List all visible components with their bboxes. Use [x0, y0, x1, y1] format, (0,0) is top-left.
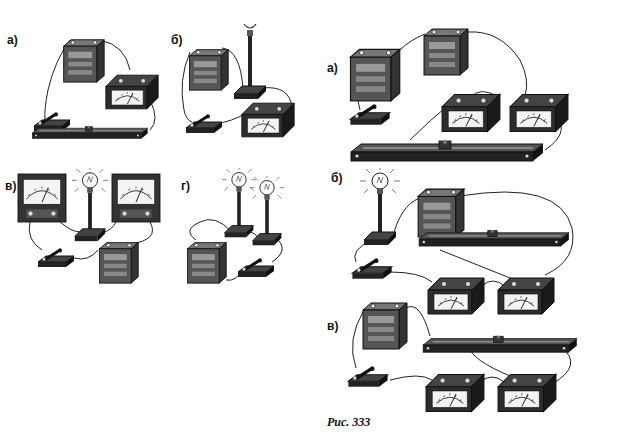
switch	[352, 259, 391, 279]
panel-letter-box: в)	[326, 316, 339, 334]
ammeter	[112, 174, 160, 222]
rheostat	[419, 230, 569, 246]
switch	[348, 367, 387, 387]
ammeter	[442, 94, 500, 131]
wire	[74, 250, 98, 259]
battery	[424, 29, 468, 75]
panel-letter-box: г)	[180, 176, 191, 194]
wire	[130, 222, 153, 244]
voltmeter	[498, 374, 556, 411]
lamp-holder	[234, 24, 266, 99]
panel-letter: в)	[4, 179, 17, 193]
panel-letter-box: б)	[330, 168, 343, 186]
rheostat	[351, 140, 543, 161]
panel-letter: б)	[330, 171, 343, 185]
rheostat	[423, 335, 577, 352]
ammeter	[426, 374, 484, 411]
wire	[482, 281, 505, 286]
wire	[468, 32, 527, 96]
figure-caption-box: Рис. 333	[326, 412, 371, 430]
lamp	[221, 164, 257, 237]
lamp	[71, 164, 109, 241]
panel-letter: г)	[180, 179, 191, 193]
switch	[186, 115, 222, 134]
wire	[104, 222, 116, 232]
wire	[440, 250, 520, 282]
ammeter	[428, 278, 484, 314]
panel-letter: а)	[6, 33, 19, 47]
panel-letter-box: б)	[170, 30, 183, 48]
figure-caption: Рис. 333	[326, 415, 371, 429]
battery	[188, 243, 227, 283]
switch	[238, 259, 274, 278]
switch	[350, 105, 389, 125]
panel-letter: а)	[326, 61, 339, 75]
lamp	[360, 164, 400, 245]
panel-letter-box: а)	[6, 30, 19, 48]
wire	[60, 222, 80, 232]
battery	[418, 189, 464, 237]
lamp	[249, 172, 285, 245]
wire	[400, 34, 425, 50]
panel-letter-box: а)	[326, 58, 339, 76]
battery	[190, 50, 229, 90]
rheostat	[32, 126, 147, 139]
wire	[390, 376, 432, 380]
meter	[242, 103, 294, 137]
battery	[64, 40, 104, 82]
voltmeter	[18, 174, 66, 222]
battery	[350, 49, 399, 101]
switch	[38, 249, 74, 268]
wire	[352, 310, 364, 368]
wire	[406, 307, 430, 336]
panel-letter: б)	[170, 33, 183, 47]
wire	[392, 198, 420, 240]
voltmeter	[498, 278, 554, 314]
voltmeter	[510, 94, 568, 131]
battery	[100, 243, 139, 283]
battery	[363, 303, 407, 349]
wire	[390, 272, 432, 282]
panel-letter: в)	[326, 319, 339, 333]
ammeter	[106, 75, 158, 109]
panel-letter-box: в)	[4, 176, 17, 194]
wire	[29, 222, 42, 250]
